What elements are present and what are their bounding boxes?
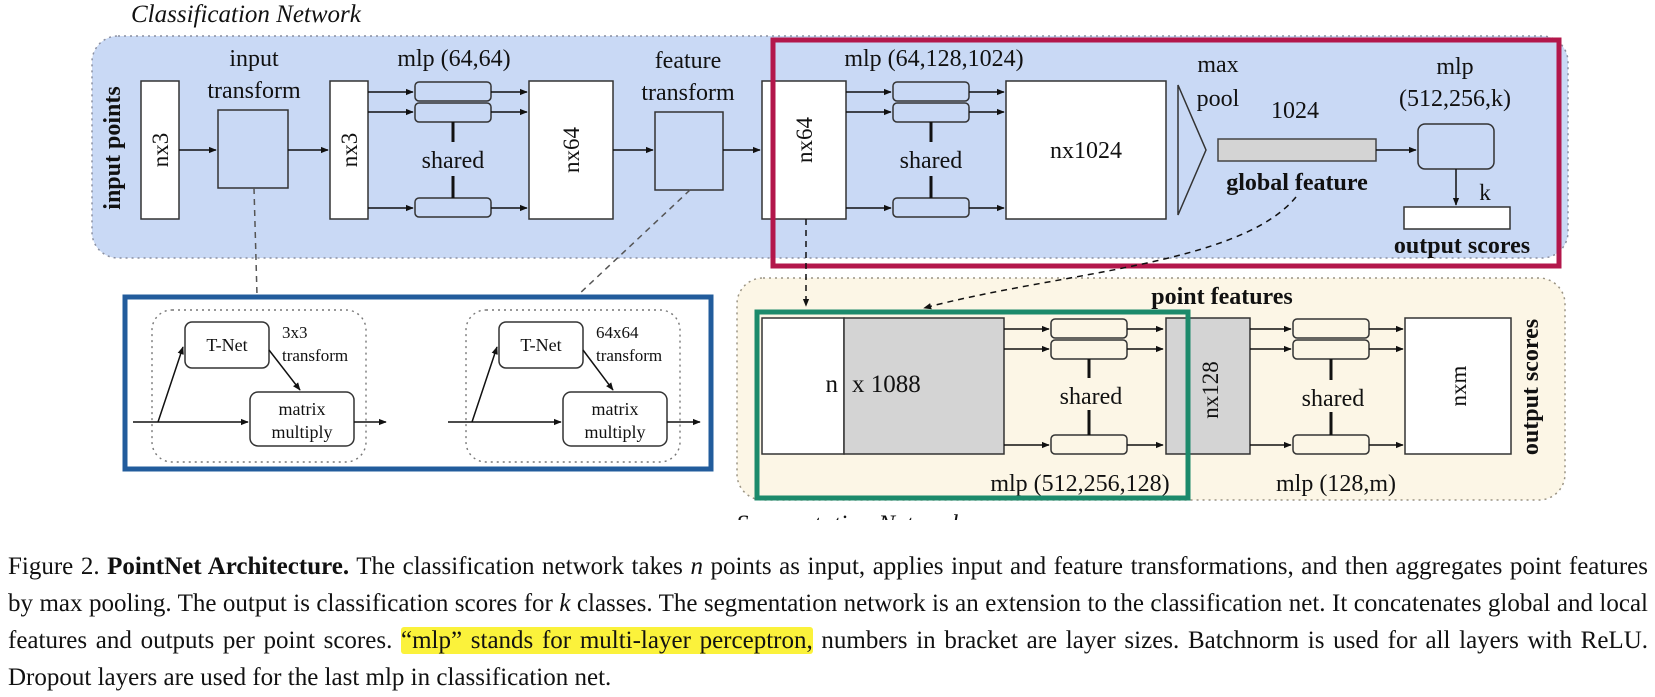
pointnet-architecture-diagram: Classification Network Segmentation Netw… — [91, 1, 1569, 520]
mlp-128-m-shared-label: shared — [1302, 386, 1365, 412]
caption-title: PointNet Architecture. — [107, 553, 350, 580]
mlp-64-64-unit-bottom — [414, 197, 492, 218]
matrix-multiply-2-block — [562, 391, 668, 447]
classification-output-scores-label: output scores — [1394, 233, 1530, 259]
figure-caption: Figure 2. PointNet Architecture. The cla… — [8, 548, 1648, 696]
caption-text-3: classes. The segmentation network is an … — [8, 590, 1648, 654]
nx64-block — [528, 80, 614, 220]
x1088-label: x 1088 — [852, 371, 921, 398]
mlp-512-256-k-label-2: (512,256,k) — [1399, 86, 1511, 112]
mlp-64-64-shared-label: shared — [422, 148, 485, 174]
mlp-128-m-unit-bottom — [1292, 434, 1370, 455]
caption-text-2: points as input, applies input and featu… — [8, 553, 1648, 617]
point-features-label: point features — [1151, 284, 1293, 310]
nx128-block — [1165, 317, 1251, 455]
feature-transform-block — [654, 111, 724, 191]
caption-prefix: Figure 2. — [8, 553, 108, 580]
mlp-64-64-label: mlp (64,64) — [397, 46, 510, 72]
matrix-multiply-2-label-1: matrix — [592, 399, 639, 419]
feature-transform-link — [577, 189, 691, 296]
input-transform-label-2: transform — [207, 78, 301, 104]
feature-transform-label-1: feature — [655, 48, 722, 74]
mlp-128-m-label: mlp (128,m) — [1276, 471, 1396, 497]
classification-network-title: Classification Network — [131, 1, 362, 28]
mlp-64-128-1024-shared-label: shared — [900, 148, 963, 174]
mlp-128-m-unit-top — [1292, 318, 1370, 339]
matrix-multiply-2-label-2: multiply — [584, 422, 645, 442]
mlp-64-128-1024-unit-mid — [892, 102, 970, 123]
feature-transform-label-2: transform — [641, 80, 735, 106]
matrix-multiply-1-label-1: matrix — [279, 399, 326, 419]
mlp-512-256-128-unit-mid — [1050, 339, 1128, 360]
matrix-multiply-1-block — [249, 391, 355, 447]
mlp-512-256-128-label: mlp (512,256,128) — [990, 471, 1169, 497]
input-nx3-block — [140, 80, 180, 220]
tnet-64x64-block — [498, 321, 584, 369]
input-transform-link — [253, 187, 258, 296]
global-features-tiled-block — [843, 317, 1005, 455]
local-features-block — [761, 317, 845, 455]
global-feature-label: global feature — [1226, 170, 1368, 196]
max-pool-triangle — [1177, 84, 1207, 216]
nx128-label: nx128 — [1198, 361, 1223, 419]
mlp-512-256-k-label-1: mlp — [1436, 54, 1473, 80]
k-label: k — [1479, 180, 1491, 205]
mlp-64-128-1024-unit-top — [892, 81, 970, 102]
caption-text-4: numbers in bracket are layer sizes. Batc… — [8, 627, 1648, 691]
nxm-label: nxm — [1446, 365, 1471, 406]
classification-output-scores-bar — [1403, 206, 1511, 230]
caption-highlight: “mlp” stands for multi-layer perceptron, — [401, 627, 813, 654]
tnet-3x3-transform-label-2: transform — [282, 346, 348, 365]
tnet-3x3-transform-label-1: 3x3 — [282, 323, 308, 342]
max-pool-label-2: pool — [1197, 86, 1240, 112]
matrix-multiply-1-label-2: multiply — [271, 422, 332, 442]
transformed-nx3-block — [329, 80, 369, 220]
mlp-512-256-128-unit-bottom — [1050, 434, 1128, 455]
transformed-nx64-label: nx64 — [792, 117, 817, 164]
tnet-64x64-transform-label-2: transform — [596, 346, 662, 365]
nx1024-label: nx1024 — [1050, 138, 1122, 164]
input-nx3-label: nx3 — [148, 133, 173, 168]
input-points-label: input points — [100, 86, 126, 209]
caption-math-n: n — [690, 553, 703, 580]
segmentation-output-scores-label: output scores — [1518, 319, 1544, 455]
green-highlight-box — [754, 309, 1191, 501]
mlp-64-128-1024-unit-bottom — [892, 197, 970, 218]
transformed-nx3-label: nx3 — [337, 133, 362, 168]
tnet-64x64-transform-label-1: 64x64 — [596, 323, 639, 342]
mlp-512-256-128-shared-label: shared — [1060, 384, 1123, 410]
caption-math-k: k — [559, 590, 571, 617]
tnet-3x3-label: T-Net — [206, 335, 247, 355]
input-transform-label-1: input — [229, 46, 279, 72]
red-highlight-box — [770, 37, 1562, 269]
caption-text-1: The classification network takes — [349, 553, 691, 580]
mlp-512-256-k-block — [1417, 123, 1495, 170]
tnet-3x3-block — [184, 321, 270, 369]
nx64-label: nx64 — [559, 127, 584, 174]
tnet-64x64-label: T-Net — [520, 335, 561, 355]
mlp-64-64-unit-top — [414, 81, 492, 102]
mlp-64-64-unit-mid — [414, 102, 492, 123]
n-label: n — [826, 371, 839, 398]
mlp-512-256-128-unit-top — [1050, 318, 1128, 339]
input-transform-block — [217, 109, 289, 189]
segmentation-network-title: Segmentation Network — [736, 511, 964, 520]
global-feature-bar — [1217, 138, 1377, 162]
global-feature-link — [923, 196, 1297, 310]
mlp-128-m-unit-mid — [1292, 339, 1370, 360]
nxm-block — [1404, 317, 1512, 455]
nx1024-block — [1005, 80, 1167, 220]
mlp-64-128-1024-label: mlp (64,128,1024) — [844, 46, 1023, 72]
global-feature-dim-label: 1024 — [1271, 98, 1319, 124]
transformed-nx64-block — [761, 80, 847, 220]
max-pool-label-1: max — [1197, 52, 1238, 78]
